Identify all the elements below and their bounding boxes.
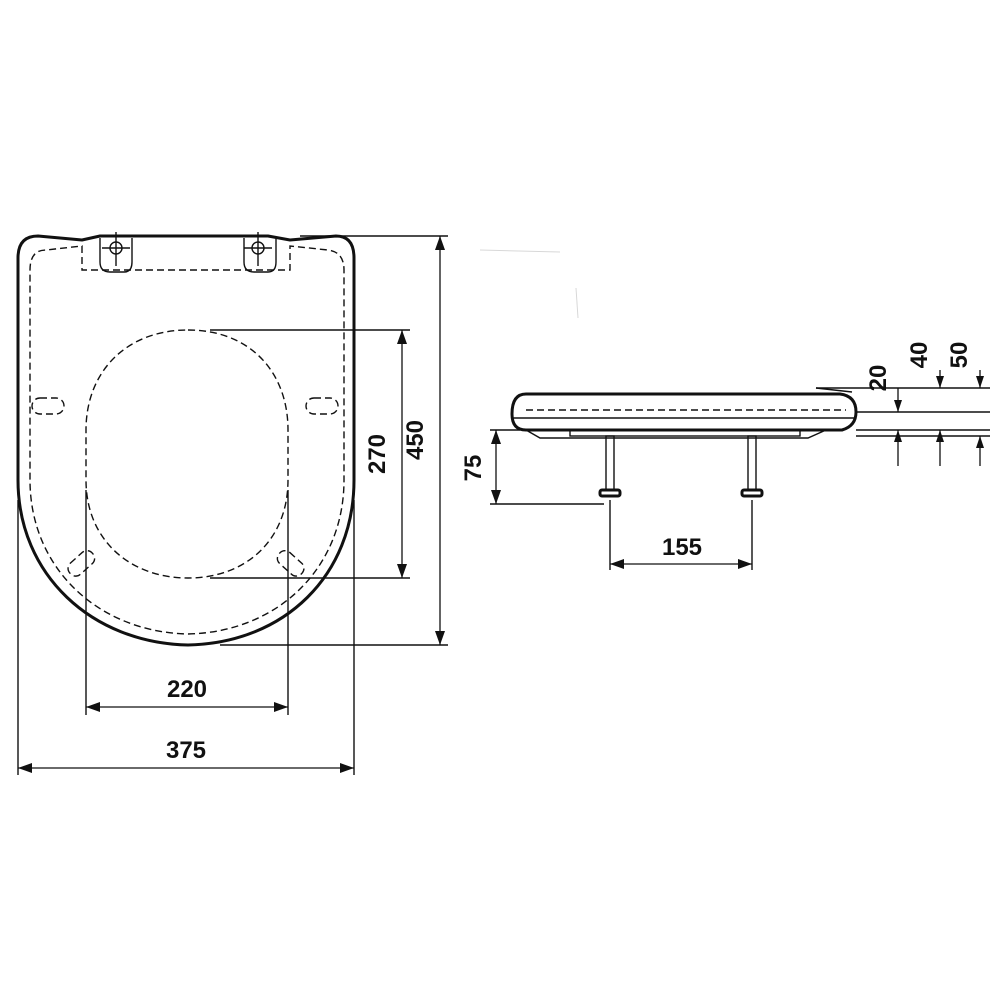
dimension-450: 450 (402, 236, 445, 645)
dimension-220: 220 (86, 676, 288, 712)
dimension-label-20: 20 (865, 365, 892, 392)
dimension-label-270: 270 (364, 434, 391, 474)
dimension-label-40: 40 (906, 342, 933, 369)
bumper-pad-front-left (67, 549, 96, 577)
seat-opening (85, 329, 289, 579)
dimension-375: 375 (18, 737, 354, 773)
bolt-right (740, 435, 764, 498)
dimension-50: 50 (946, 342, 984, 466)
hinge-right (243, 238, 277, 273)
bumper-pad-left (31, 397, 65, 415)
hinge-bolt-right (244, 232, 272, 266)
dimension-label-220: 220 (167, 676, 207, 703)
dimension-75: 75 (460, 430, 501, 504)
top-view: 220 375 270 450 (16, 232, 448, 775)
dimension-label-375: 375 (166, 737, 206, 764)
hinge-plate (525, 429, 827, 439)
seat-outline (16, 234, 356, 647)
dimension-label-50: 50 (946, 342, 973, 369)
bumper-pad-front-right (276, 549, 305, 577)
seat-inner-contour (29, 245, 345, 635)
dimension-label-155: 155 (662, 534, 702, 561)
dimension-20: 20 (865, 365, 902, 466)
lid-side-profile (510, 392, 858, 432)
hinge-left (99, 238, 133, 273)
dimension-label-450: 450 (402, 420, 429, 460)
hinge-bolt-left (102, 232, 130, 266)
dimension-155: 155 (610, 534, 752, 569)
side-view: 75 155 20 40 (460, 249, 990, 570)
bolt-left (598, 435, 622, 498)
dimension-270: 270 (364, 330, 407, 578)
dimension-label-75: 75 (460, 455, 487, 482)
bumper-pad-right (305, 397, 339, 415)
dimension-40: 40 (906, 342, 944, 466)
